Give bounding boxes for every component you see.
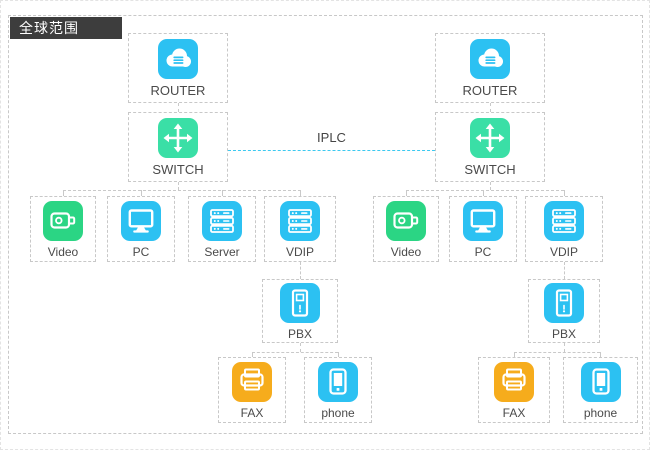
drop-video-left bbox=[63, 190, 64, 196]
server-stack-icon bbox=[544, 200, 584, 241]
router-cloud-icon bbox=[470, 39, 510, 79]
node-label: VDIP bbox=[549, 244, 578, 259]
link-pbx-bus-right bbox=[564, 343, 565, 352]
switch-arrows-icon bbox=[470, 118, 510, 158]
node-switch-left: SWITCH bbox=[128, 112, 228, 182]
node-router-right: ROUTER bbox=[435, 33, 545, 103]
pc-monitor-icon bbox=[121, 200, 161, 241]
link-vdip-pbx-right bbox=[564, 262, 565, 279]
server-stack-icon bbox=[280, 200, 320, 241]
drop-fax-left bbox=[252, 352, 253, 357]
node-vdip-left: VDIP bbox=[264, 196, 336, 262]
node-label: SWITCH bbox=[152, 162, 204, 177]
fax-printer-icon bbox=[494, 361, 534, 402]
pbx-tower-icon bbox=[280, 282, 320, 323]
smartphone-icon bbox=[580, 361, 621, 402]
iplc-link-label: IPLC bbox=[317, 130, 346, 145]
node-label: ROUTER bbox=[150, 83, 206, 98]
iplc-link-line bbox=[228, 150, 435, 151]
drop-phone-left bbox=[338, 352, 339, 357]
fax-printer-icon bbox=[232, 361, 272, 402]
node-pc-left: PC bbox=[107, 196, 175, 262]
drop-server-left bbox=[222, 190, 223, 196]
router-cloud-icon bbox=[158, 39, 198, 79]
node-label: VDIP bbox=[285, 244, 314, 259]
global-scope-frame bbox=[8, 15, 643, 434]
node-label: PBX bbox=[551, 326, 576, 341]
drop-video-right bbox=[406, 190, 407, 196]
node-pc-right: PC bbox=[449, 196, 517, 262]
drop-vdip-right bbox=[564, 190, 565, 196]
bus-pbx-children-left bbox=[252, 352, 338, 353]
switch-arrows-icon bbox=[158, 118, 198, 158]
bus-switch-children-right bbox=[406, 190, 564, 191]
node-label: PC bbox=[474, 244, 492, 259]
video-camera-icon bbox=[43, 200, 83, 241]
drop-fax-right bbox=[514, 352, 515, 357]
node-label: Server bbox=[204, 244, 240, 259]
pbx-tower-icon bbox=[544, 282, 584, 323]
node-router-left: ROUTER bbox=[128, 33, 228, 103]
node-label: FAX bbox=[502, 405, 526, 420]
drop-phone-right bbox=[600, 352, 601, 357]
video-camera-icon bbox=[386, 200, 426, 241]
node-video-left: Video bbox=[30, 196, 96, 262]
node-pbx-left: PBX bbox=[262, 279, 338, 343]
node-label: PC bbox=[132, 244, 150, 259]
node-server-left: Server bbox=[188, 196, 256, 262]
node-label: phone bbox=[583, 405, 618, 420]
node-label: phone bbox=[321, 405, 355, 420]
node-pbx-right: PBX bbox=[528, 279, 600, 343]
node-vdip-right: VDIP bbox=[525, 196, 603, 262]
pc-monitor-icon bbox=[463, 200, 503, 241]
drop-pc-left bbox=[141, 190, 142, 196]
node-label: SWITCH bbox=[464, 162, 516, 177]
link-vdip-pbx-left bbox=[300, 262, 301, 279]
node-phone-left: phone bbox=[304, 357, 372, 423]
link-router-switch-right bbox=[490, 103, 491, 112]
link-pbx-bus-left bbox=[300, 343, 301, 352]
node-phone-right: phone bbox=[563, 357, 638, 423]
node-label: Video bbox=[390, 244, 422, 259]
node-fax-right: FAX bbox=[478, 357, 550, 423]
bus-switch-children-left bbox=[63, 190, 301, 191]
node-label: ROUTER bbox=[462, 83, 518, 98]
node-video-right: Video bbox=[373, 196, 439, 262]
server-stack-icon bbox=[202, 200, 242, 241]
node-label: FAX bbox=[240, 405, 264, 420]
bus-pbx-children-right bbox=[514, 352, 600, 353]
drop-pc-right bbox=[483, 190, 484, 196]
drop-vdip-left bbox=[300, 190, 301, 196]
smartphone-icon bbox=[318, 361, 358, 402]
link-router-switch-left bbox=[178, 103, 179, 112]
node-fax-left: FAX bbox=[218, 357, 286, 423]
node-label: Video bbox=[47, 244, 79, 259]
link-switch-bus-left bbox=[178, 182, 179, 190]
link-switch-bus-right bbox=[490, 182, 491, 190]
node-switch-right: SWITCH bbox=[435, 112, 545, 182]
region-title: 全球范围 bbox=[10, 17, 122, 39]
node-label: PBX bbox=[287, 326, 312, 341]
